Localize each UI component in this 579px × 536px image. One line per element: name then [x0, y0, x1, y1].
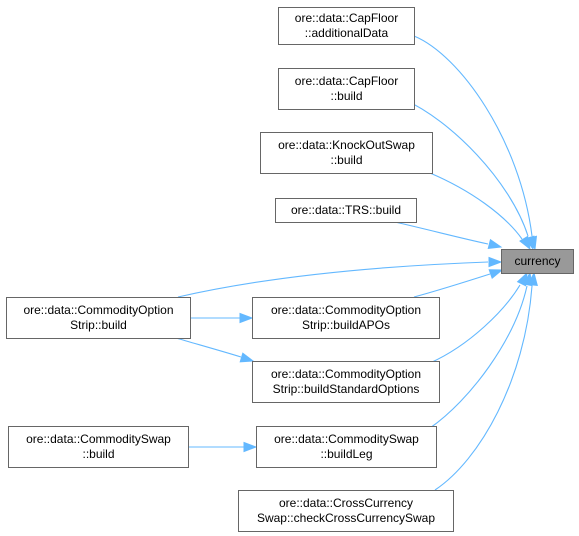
- node-label-line: ::build: [330, 153, 362, 167]
- node-label-line: ore::data::CommodityOption: [271, 367, 421, 381]
- node-commodityoptionstrip-buildapos[interactable]: ore::data::CommodityOptionStrip::buildAP…: [252, 297, 440, 339]
- node-label-line: ore::data::CrossCurrency: [279, 496, 413, 510]
- node-knockoutswap-build[interactable]: ore::data::KnockOutSwap::build: [260, 132, 433, 174]
- node-box[interactable]: [260, 132, 433, 174]
- node-label-line: Strip::buildStandardOptions: [273, 382, 420, 396]
- node-label-line: Strip::build: [70, 318, 127, 332]
- node-label-line: ::build: [82, 447, 114, 461]
- edge-commodityoptionstrip-buildstandardoptions-to-currency: [429, 271, 528, 364]
- edge-commodityoptionstrip-buildapos-to-currency: [413, 269, 504, 298]
- node-trs-build[interactable]: ore::data::TRS::build: [275, 198, 417, 223]
- arrowhead: [243, 441, 258, 453]
- arrowhead: [487, 238, 503, 250]
- edge-line: [413, 35, 533, 237]
- edge-line: [177, 261, 489, 298]
- node-box[interactable]: [238, 490, 454, 532]
- node-label-line: ore::data::KnockOutSwap: [278, 138, 415, 152]
- edge-capfloor-build-to-currency: [404, 99, 535, 251]
- node-box[interactable]: [6, 297, 191, 339]
- edge-line: [429, 172, 523, 240]
- node-currency[interactable]: currency: [501, 249, 574, 274]
- edge-commodityoptionstrip-build-to-commodityoptionstrip-buildstandardoptions: [175, 337, 255, 363]
- node-capfloor-additionaldata[interactable]: ore::data::CapFloor::additionalData: [278, 7, 415, 45]
- arrowhead: [527, 271, 538, 286]
- node-box[interactable]: [278, 7, 415, 45]
- node-label-line: ore::data::CommoditySwap: [26, 432, 171, 446]
- node-box[interactable]: [501, 249, 574, 274]
- edge-knockoutswap-build-to-currency: [429, 172, 531, 251]
- edge-line: [404, 99, 529, 237]
- arrowhead: [488, 269, 504, 280]
- node-commodityoptionstrip-buildstandardoptions[interactable]: ore::data::CommodityOptionStrip::buildSt…: [252, 361, 440, 403]
- node-label-line: ore::data::CommodityOption: [23, 303, 173, 317]
- edge-commodityswap-buildleg-to-currency: [429, 271, 533, 429]
- edges-layer: [175, 35, 538, 491]
- node-crosscurrencyswap-checkcrosscurrencyswap[interactable]: ore::data::CrossCurrencySwap::checkCross…: [238, 490, 454, 532]
- node-box[interactable]: [252, 297, 440, 339]
- edge-commodityswap-build-to-commodityswap-buildleg: [188, 441, 258, 453]
- arrowhead: [519, 235, 531, 251]
- edge-line: [429, 284, 521, 364]
- node-label-line: ore::data::CapFloor: [295, 74, 398, 88]
- nodes-layer: currency ore::data::CapFloor::additionalD…: [6, 7, 574, 532]
- node-label-line: Swap::checkCrossCurrencySwap: [257, 511, 435, 525]
- arrowhead: [239, 352, 255, 363]
- edge-commodityoptionstrip-build-to-currency: [177, 256, 503, 298]
- node-label-line: ore::data::CapFloor: [295, 11, 398, 25]
- node-label-line: currency: [514, 254, 560, 268]
- node-label-line: ore::data::TRS::build: [291, 203, 401, 217]
- edge-crosscurrencyswap-checkcrosscurrencyswap-to-currency: [434, 271, 538, 491]
- edge-line: [413, 273, 491, 298]
- node-commodityswap-buildleg[interactable]: ore::data::CommoditySwap::buildLeg: [256, 426, 437, 468]
- arrowhead: [488, 256, 503, 268]
- node-label-line: ore::data::CommoditySwap: [274, 432, 419, 446]
- node-label-line: ::buildLeg: [320, 447, 372, 461]
- edge-commodityoptionstrip-build-to-commodityoptionstrip-buildapos: [190, 312, 254, 324]
- edge-line: [434, 285, 533, 491]
- node-label-line: ::additionalData: [305, 26, 389, 40]
- edge-line: [394, 221, 489, 245]
- node-label-line: ::build: [330, 89, 362, 103]
- edge-trs-build-to-currency: [394, 221, 503, 250]
- arrowhead: [239, 312, 254, 324]
- node-label-line: ore::data::CommodityOption: [271, 303, 421, 317]
- node-box[interactable]: [256, 426, 437, 468]
- node-box[interactable]: [278, 68, 415, 110]
- edge-line: [175, 337, 242, 358]
- node-capfloor-build[interactable]: ore::data::CapFloor::build: [278, 68, 415, 110]
- node-box[interactable]: [8, 426, 189, 468]
- edge-line: [429, 285, 528, 429]
- node-box[interactable]: [252, 361, 440, 403]
- node-box[interactable]: [275, 198, 417, 223]
- node-commodityswap-build[interactable]: ore::data::CommoditySwap::build: [8, 426, 189, 468]
- node-label-line: Strip::buildAPOs: [302, 318, 390, 332]
